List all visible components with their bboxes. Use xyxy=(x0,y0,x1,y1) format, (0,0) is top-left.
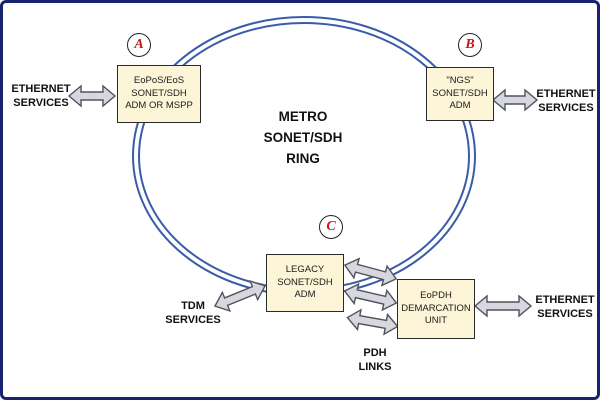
ethernet-services-right-bottom-label: ETHERNET SERVICES xyxy=(535,294,595,320)
arrow-tdm-to-node-c xyxy=(213,279,267,313)
arrow-node-b-to-ethernet-right xyxy=(491,88,539,112)
ethernet-services-right-top-label: ETHERNET SERVICES xyxy=(536,88,596,114)
node-c-box: LEGACY SONET/SDH ADM xyxy=(266,254,344,312)
arrow-node-c-to-eopdh-middle xyxy=(343,282,398,312)
node-a-badge: A xyxy=(127,33,151,57)
node-b-box: "NGS" SONET/SDH ADM xyxy=(426,67,494,121)
node-c-badge: C xyxy=(319,215,343,239)
node-b-badge: B xyxy=(458,33,482,57)
metro-ring-label: METRO SONET/SDH RING xyxy=(263,109,343,166)
arrow-node-c-to-eopdh-top xyxy=(343,257,398,287)
ethernet-services-left-label: ETHERNET SERVICES xyxy=(11,83,71,109)
eopdh-demarcation-box: EoPDH DEMARCATION UNIT xyxy=(397,279,475,339)
node-a-box: EoPoS/EoS SONET/SDH ADM OR MSPP xyxy=(117,65,201,123)
ring-and-arrows-layer xyxy=(67,16,539,336)
arrow-eopdh-to-ethernet-right xyxy=(473,294,533,318)
arrow-node-c-to-eopdh-bottom xyxy=(346,308,399,336)
tdm-services-label: TDM SERVICES xyxy=(165,300,221,326)
pdh-links-label: PDH LINKS xyxy=(358,347,392,373)
arrow-ethernet-left-to-node-a xyxy=(67,84,117,108)
